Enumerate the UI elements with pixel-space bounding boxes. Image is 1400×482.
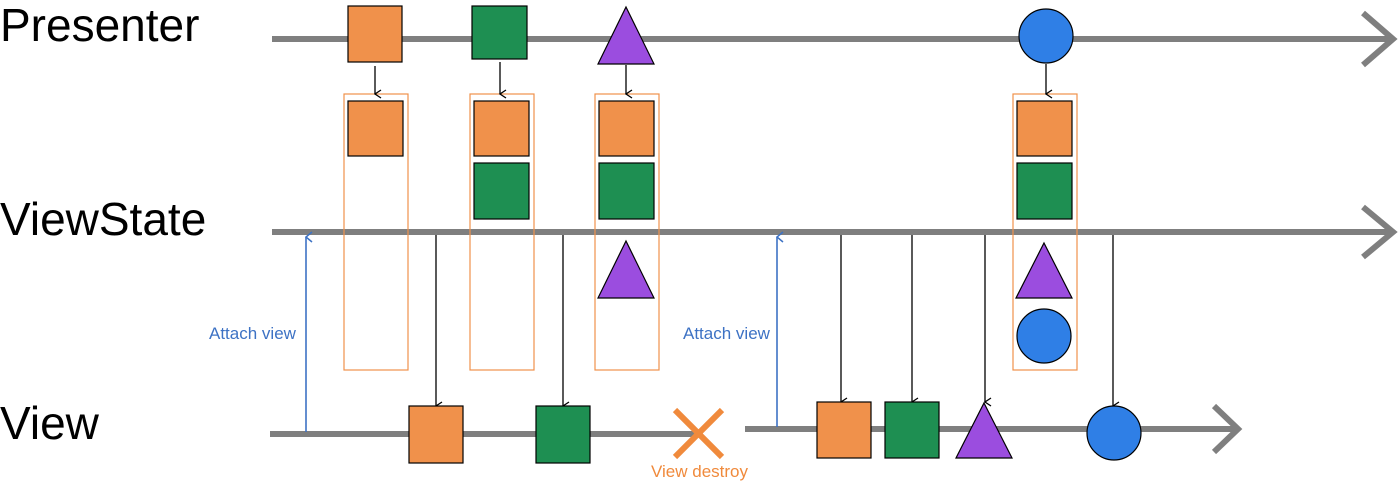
state-4-blue-circle <box>1016 308 1072 364</box>
view-2-blue-circle <box>1086 405 1142 461</box>
view-2-purple-triangle <box>955 401 1013 459</box>
state-1-orange-square <box>347 100 404 157</box>
view-destroy-icon <box>672 407 725 460</box>
state-3-green-square <box>598 162 655 220</box>
attach-view-label-2: Attach view <box>683 324 770 343</box>
view-2-orange-square <box>816 401 872 459</box>
presenter-green-square <box>471 5 528 60</box>
state-2-green-square <box>473 162 530 220</box>
view-1-orange-square <box>408 405 464 464</box>
viewstate-lane-label: ViewState <box>0 193 207 245</box>
view-lane-label: View <box>0 397 99 449</box>
presenter-lane-label: Presenter <box>0 0 200 51</box>
state-4-purple-triangle <box>1015 241 1073 299</box>
state-4-green-square <box>1016 162 1073 220</box>
state-3-orange-square <box>598 100 655 157</box>
state-2-orange-square <box>473 100 530 157</box>
presenter-orange-square <box>347 5 403 63</box>
view-1-green-square <box>535 405 591 464</box>
presenter-purple-triangle <box>597 5 655 65</box>
viewstate-timeline <box>272 204 1398 260</box>
view-destroy-label: View destroy <box>651 462 749 481</box>
presenter-timeline <box>272 10 1398 68</box>
state-4-orange-square <box>1016 100 1073 157</box>
state-3-purple-triangle <box>597 239 655 299</box>
attach-view-label-1: Attach view <box>209 324 296 343</box>
presenter-blue-circle <box>1018 8 1074 64</box>
view-2-green-square <box>884 401 940 459</box>
